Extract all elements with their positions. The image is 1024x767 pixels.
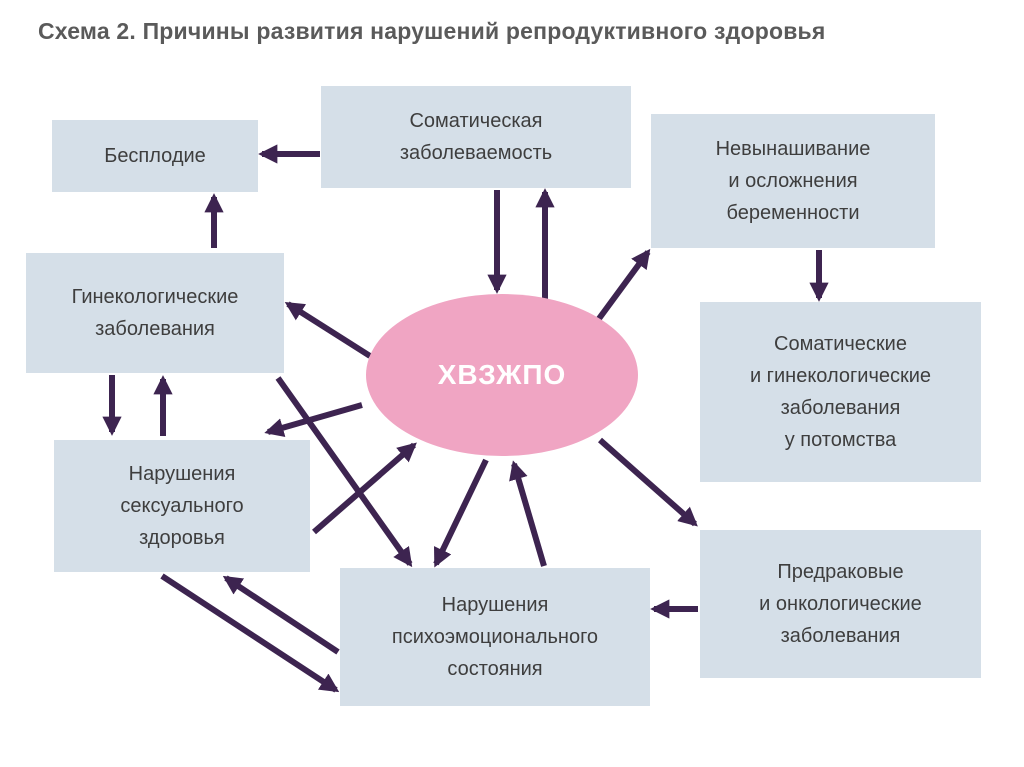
center-node-hvzhpo: ХВЗЖПО [366, 294, 638, 456]
arrow-psycho-to-sexual [222, 575, 340, 655]
node-offspring-diseases: Соматические и гинекологические заболева… [700, 302, 981, 482]
node-sexual-health: Нарушения сексуального здоровья [54, 440, 310, 572]
node-precancer: Предраковые и онкологические заболевания [700, 530, 981, 678]
arrow-center-to-psycho [433, 458, 489, 568]
arrow-sexual-to-center [312, 442, 417, 535]
arrow-center-to-sexual [264, 402, 363, 437]
arrow-center-to-precancer [598, 437, 698, 527]
node-miscarriage: Невынашивание и осложнения беременности [651, 114, 935, 248]
node-gynecologic-diseases: Гинекологические заболевания [26, 253, 284, 373]
arrow-center-to-gyn [284, 301, 372, 359]
node-psychoemotional: Нарушения психоэмоционального состояния [340, 568, 650, 706]
arrow-psycho-to-center [509, 460, 547, 567]
node-infertility: Бесплодие [52, 120, 258, 192]
arrow-sexual-to-psycho [160, 573, 340, 693]
node-somatic-morbidity: Соматическая заболеваемость [321, 86, 631, 188]
arrow-gyn-to-psycho [275, 376, 413, 568]
diagram-title: Схема 2. Причины развития нарушений репр… [38, 18, 826, 44]
arrow-center-to-miscarriage [595, 248, 651, 322]
